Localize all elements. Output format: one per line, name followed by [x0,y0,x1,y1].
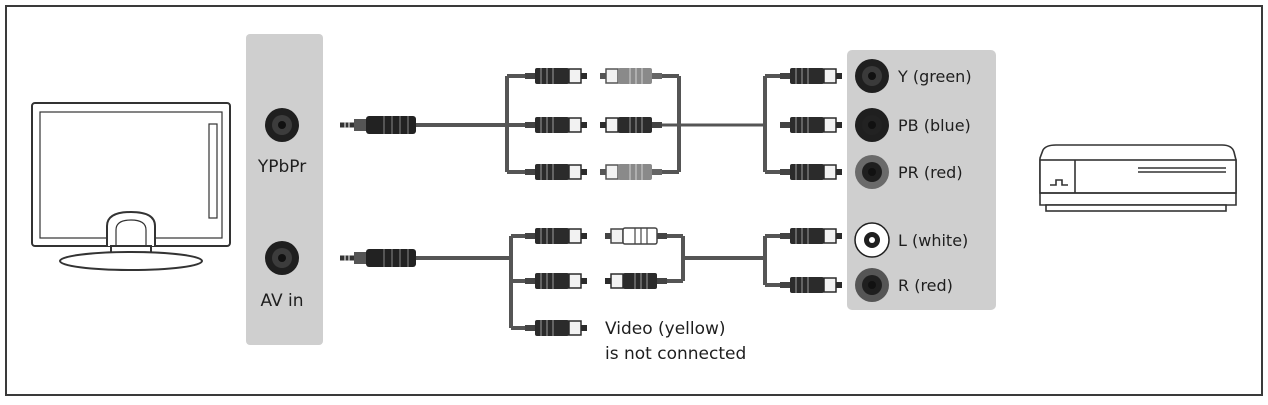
port-r-red[interactable] [855,268,889,302]
av-cable [339,227,843,337]
av-in-label: AV in [260,291,303,311]
port-l-white[interactable] [854,222,890,258]
ypbpr-cable [339,67,843,181]
label-r-red: R (red) [898,276,953,295]
label-l-white: L (white) [898,231,968,250]
port-pr-red[interactable] [855,155,889,189]
label-y-green: Y (green) [897,67,972,86]
ypbpr-label: YPbPr [257,157,306,177]
video-note-line2: is not connected [605,344,746,364]
av-in-port[interactable] [265,241,299,275]
tv-port-panel [246,34,323,345]
ypbpr-port[interactable] [265,108,299,142]
game-console-icon [1039,144,1237,212]
video-note-line1: Video (yellow) [605,319,726,339]
label-pb-blue: PB (blue) [898,116,971,135]
label-pr-red: PR (red) [898,163,963,182]
port-pb-blue[interactable] [855,108,889,142]
port-y-green[interactable] [855,59,889,93]
tv-monitor-icon [31,102,231,271]
